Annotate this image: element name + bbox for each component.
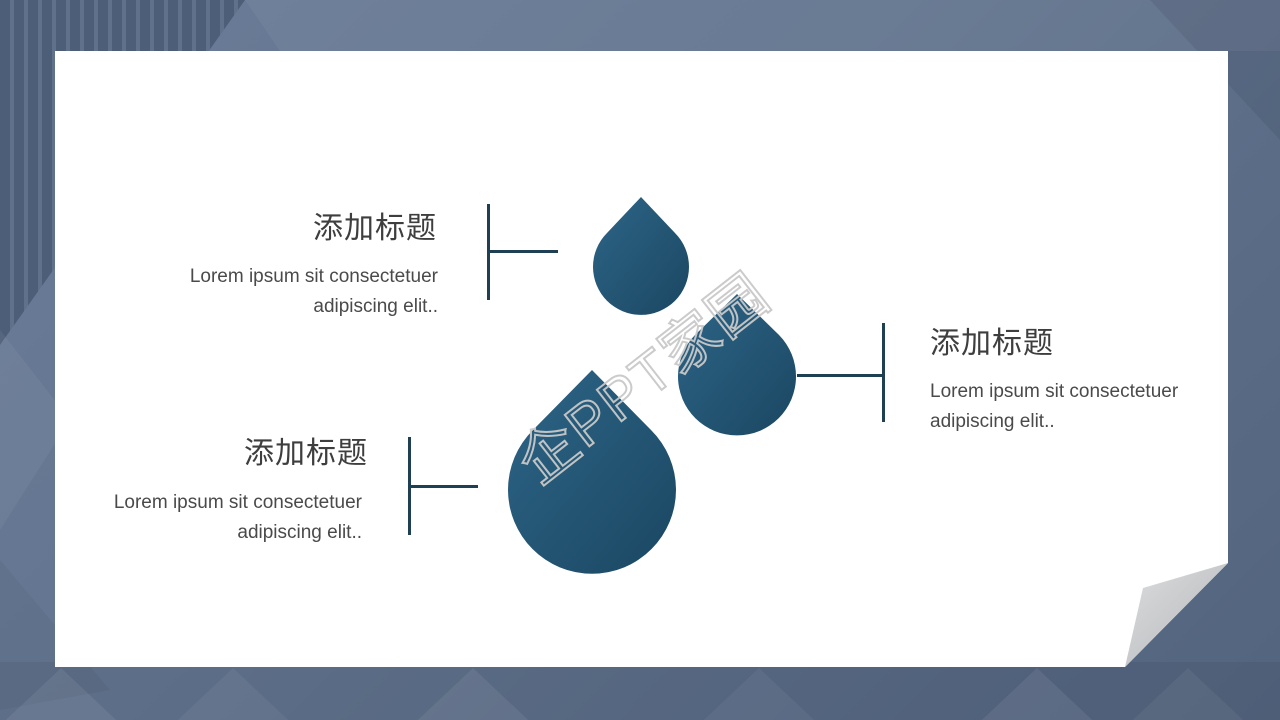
connector-right-vertical bbox=[882, 323, 885, 422]
slide-card bbox=[55, 51, 1228, 667]
top-facet bbox=[245, 0, 1280, 51]
connector-top-left-horizontal bbox=[487, 250, 558, 253]
bottom-chevrons bbox=[0, 662, 1280, 720]
water-drop-small bbox=[593, 197, 689, 315]
left-facet bbox=[0, 330, 70, 530]
folded-corner bbox=[1125, 563, 1228, 667]
callout-body: Lorem ipsum sit consectetuer adipiscing … bbox=[930, 381, 1179, 432]
callout-body: Lorem ipsum sit consectetuer adipiscing … bbox=[189, 266, 438, 317]
water-drop-medium bbox=[678, 294, 796, 436]
connector-bottom-left-horizontal bbox=[408, 485, 478, 488]
water-drop-large bbox=[507, 370, 676, 574]
connector-right-horizontal bbox=[797, 374, 885, 377]
callout-title: 添加标题 bbox=[244, 437, 368, 470]
callout-body: Lorem ipsum sit consectetuer adipiscing … bbox=[113, 492, 362, 543]
callout-title: 添加标题 bbox=[930, 327, 1054, 360]
callout-title: 添加标题 bbox=[313, 212, 437, 245]
